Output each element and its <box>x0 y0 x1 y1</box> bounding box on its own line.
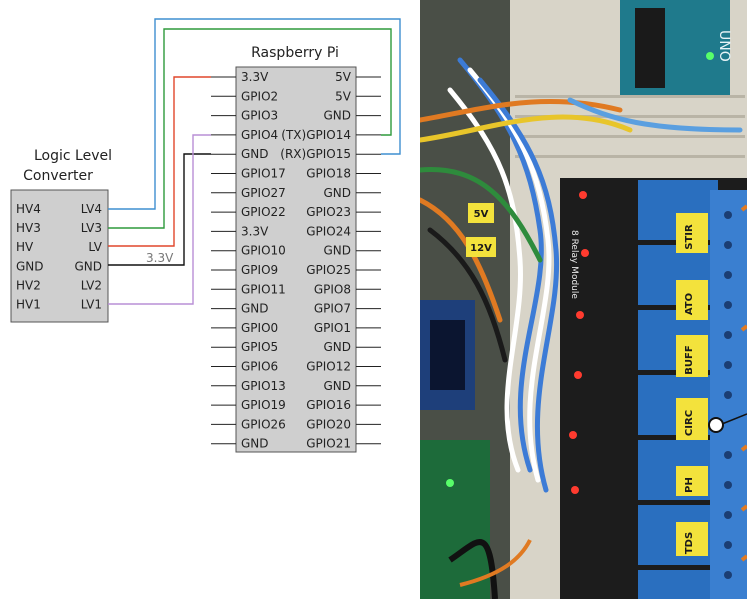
pi-box <box>235 66 357 453</box>
pi-pin-label: GPIO22 <box>241 205 286 219</box>
pi-pin-label: GND <box>241 147 269 161</box>
pi-pin-label: GPIO4 <box>241 128 278 142</box>
callout-marker <box>708 417 724 433</box>
wire-green-lv3-tx <box>108 28 392 229</box>
pi-pin-label: GND <box>323 340 351 354</box>
pi-pin-label: GPIO9 <box>241 263 278 277</box>
pi-pin-label: GND <box>323 244 351 258</box>
llc-pin-gnd: GND <box>74 259 102 273</box>
relay-tag-tds <box>676 522 708 556</box>
tag-5v-text: 5V <box>474 209 489 220</box>
relay-module-label: 8 Relay Module <box>569 230 579 299</box>
wire-red-lv-3v3 <box>108 76 211 247</box>
llc-title-line1: Logic Level <box>34 148 112 164</box>
llc-box <box>10 189 109 323</box>
pi-pin-label: GPIO12 <box>306 360 351 374</box>
pi-pin-label: GPIO16 <box>306 398 351 412</box>
relay-tag-buff <box>676 335 708 377</box>
llc-pin-lv2: LV2 <box>81 278 102 292</box>
pi-pin-label: GPIO17 <box>241 167 286 181</box>
llc-pin-lv3: LV3 <box>81 221 102 235</box>
relay-label-buff: BUFF <box>684 345 695 374</box>
pi-title: Raspberry Pi <box>251 45 339 61</box>
relay-label-circ: CIRC <box>684 410 695 436</box>
pi-pin-label: 3.3V <box>241 70 269 84</box>
llc-title-line2: Converter <box>23 168 93 184</box>
relay-tag-circ <box>676 398 708 440</box>
relay-label-tds: TDS <box>684 532 695 554</box>
pi-pin-label: 5V <box>335 89 352 103</box>
hardware-photo: UNO 5V 12V 8 Relay Module <box>420 0 747 599</box>
wire-blue-lv4-rx <box>108 18 401 210</box>
pi-right-pins: 5V5VGND(TX)GPIO14(RX)GPIO15GPIO18GNDGPIO… <box>280 70 381 451</box>
pi-pin-label: GPIO5 <box>241 340 278 354</box>
wire-purple-lv1-gpio4 <box>108 134 211 305</box>
pi-pin-label: GPIO2 <box>241 89 278 103</box>
pi-pin-label: GPIO19 <box>241 398 286 412</box>
wire-label-3v3: 3.3V <box>146 251 174 265</box>
tag-12v-text: 12V <box>470 243 492 254</box>
llc-pin-hv3: HV3 <box>16 221 41 235</box>
relay-label-ato: ATO <box>684 293 695 315</box>
pi-pin-label: GPIO23 <box>306 205 351 219</box>
pi-pin-label: GPIO18 <box>306 167 351 181</box>
llc-pin-gnd: GND <box>16 259 44 273</box>
relay-label-ph: PH <box>684 477 695 493</box>
relay-tag-ato <box>676 280 708 320</box>
pi-pin-label: GPIO11 <box>241 282 286 296</box>
relay-tag-stir <box>676 213 708 253</box>
pi-pin-label: GPIO21 <box>306 437 351 451</box>
pi-pin-label: GPIO24 <box>306 224 351 238</box>
llc-pin-lv1: LV1 <box>81 298 102 312</box>
pi-pin-label: GND <box>241 302 269 316</box>
relay-label-stir: STIR <box>684 224 695 250</box>
pi-pin-label: GND <box>241 437 269 451</box>
llc-pin-hv2: HV2 <box>16 278 41 292</box>
tag-12v <box>466 237 496 257</box>
wiring-diagram: Logic Level Converter HV4HV3HVGNDHV2HV1 … <box>10 18 401 453</box>
pi-pin-label: GND <box>323 379 351 393</box>
pi-pin-label: GPIO20 <box>306 417 351 431</box>
pi-pin-label: GPIO6 <box>241 360 278 374</box>
pi-pin-label: GPIO1 <box>314 321 351 335</box>
llc-pin-lv4: LV4 <box>81 202 102 216</box>
wire-black-gnd <box>108 153 211 266</box>
pi-pin-label: 5V <box>335 70 352 84</box>
pi-pin-label: GND <box>323 109 351 123</box>
llc-pin-hv: HV <box>16 240 34 254</box>
llc-pin-lv: LV <box>88 240 102 254</box>
pi-pin-label: (RX)GPIO15 <box>280 147 351 161</box>
pi-pin-label: GPIO0 <box>241 321 278 335</box>
pi-pin-label: GPIO27 <box>241 186 286 200</box>
relay-tag-ph <box>676 466 708 496</box>
pi-pin-label: 3.3V <box>241 224 269 238</box>
pi-pin-label: GPIO8 <box>314 282 351 296</box>
pi-pin-label: GND <box>323 186 351 200</box>
arduino-label: UNO <box>716 30 732 62</box>
pi-pin-label: GPIO10 <box>241 244 286 258</box>
pi-pin-label: (TX)GPIO14 <box>281 128 351 142</box>
pi-pin-label: GPIO13 <box>241 379 286 393</box>
tag-5v <box>468 203 494 223</box>
pi-pin-label: GPIO3 <box>241 109 278 123</box>
llc-pin-hv1: HV1 <box>16 298 41 312</box>
pi-pin-label: GPIO26 <box>241 417 286 431</box>
llc-pin-hv4: HV4 <box>16 202 41 216</box>
pi-pin-label: GPIO25 <box>306 263 351 277</box>
pi-pin-label: GPIO7 <box>314 302 351 316</box>
